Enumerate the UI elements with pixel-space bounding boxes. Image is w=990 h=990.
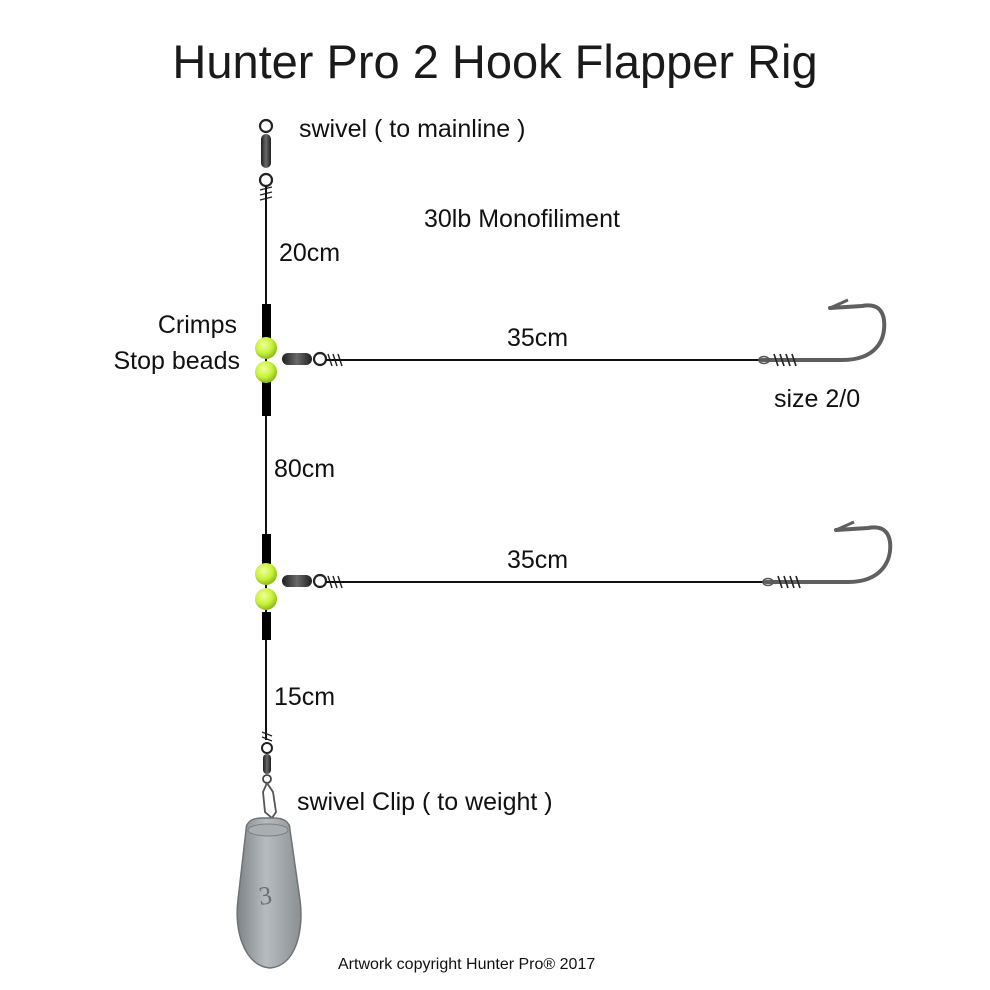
stop-bead-icon (255, 588, 277, 610)
sinker-icon: 3 (236, 817, 302, 969)
label-length-middle: 80cm (274, 455, 336, 483)
sinker-number: 3 (257, 880, 274, 911)
crimp-lower-bottom (262, 612, 271, 640)
label-stop-beads: Stop beads (113, 347, 241, 375)
crimp-upper-top (262, 304, 271, 342)
stop-bead-icon (255, 337, 277, 359)
stop-bead-icon (255, 361, 277, 383)
label-snood-lower: 35cm (507, 546, 569, 574)
label-crimps: Crimps (157, 311, 237, 339)
label-swivel-clip: swivel Clip ( to weight ) (297, 788, 553, 816)
label-snood-upper: 35cm (507, 324, 569, 352)
copyright-text: Artwork copyright Hunter Pro® 2017 (338, 956, 596, 973)
hook-upper-icon (758, 298, 887, 367)
label-length-bottom: 15cm (274, 683, 336, 711)
crimp-lower-top (262, 534, 271, 564)
label-line-spec: 30lb Monofiliment (424, 205, 620, 233)
label-length-top: 20cm (279, 239, 341, 267)
bottom-swivel-clip-icon (261, 731, 277, 820)
label-hook-size: size 2/0 (774, 385, 861, 413)
crimp-upper-bottom (262, 380, 271, 416)
stop-bead-icon (255, 563, 277, 585)
page-title: Hunter Pro 2 Hook Flapper Rig (172, 35, 818, 88)
label-swivel-top: swivel ( to mainline ) (299, 115, 526, 143)
hook-lower-icon (762, 520, 893, 589)
